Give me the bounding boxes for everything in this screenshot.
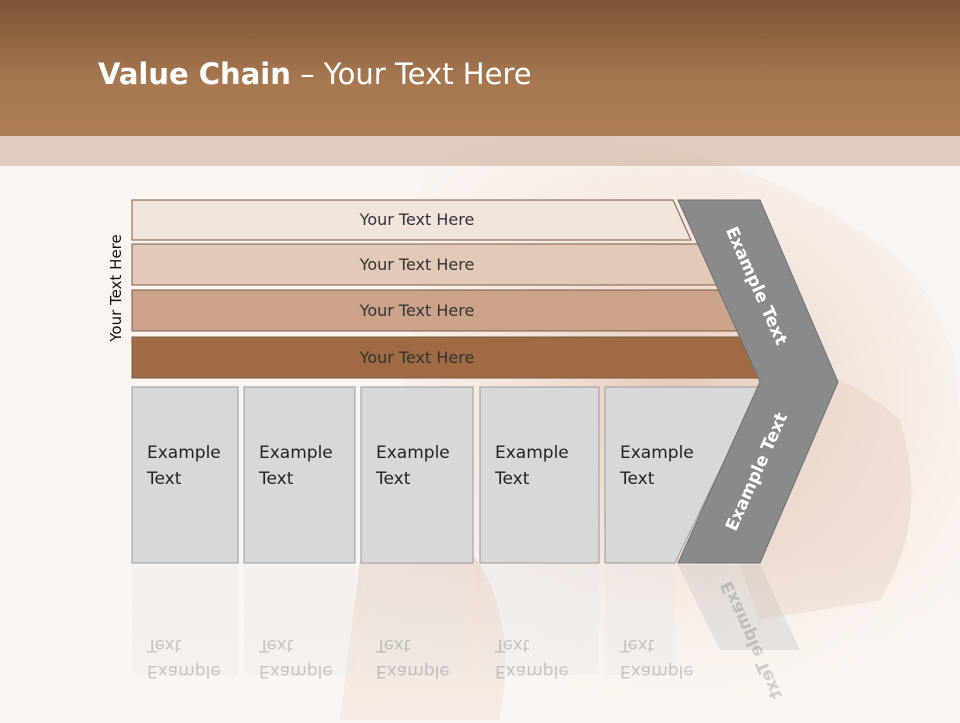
bar-label-4: Your Text Here	[359, 347, 475, 367]
example-box-reflection-label-3: Example Text	[376, 635, 450, 681]
header-band	[0, 136, 960, 166]
example-box-3	[360, 386, 474, 564]
slide-title-rest: – Your Text Here	[290, 57, 532, 91]
example-box-reflection-label-4: Example Text	[495, 635, 569, 681]
bar-label-2: Your Text Here	[359, 254, 475, 274]
bar-label-3: Your Text Here	[359, 300, 475, 320]
example-box-reflection-5	[605, 565, 675, 675]
slide-title-bold: Value Chain	[98, 57, 291, 91]
example-box-reflection-1	[132, 565, 238, 675]
example-box-4	[479, 386, 600, 564]
slide-title: Value Chain – Your Text Here	[98, 54, 532, 94]
example-box-reflection-label-2: Example Text	[259, 635, 333, 681]
example-box-label-2: Example Text	[259, 443, 333, 489]
example-box-reflection-3	[361, 565, 473, 675]
example-box-1	[131, 386, 239, 564]
example-box-reflection-2	[244, 565, 355, 675]
example-box-reflection-4	[480, 565, 599, 675]
example-box-reflection-label-5: Example Text	[620, 635, 694, 681]
bar-label-1: Your Text Here	[359, 210, 475, 229]
example-box-label-3: Example Text	[376, 443, 450, 489]
example-box-5	[604, 386, 761, 564]
bar-1	[131, 199, 692, 241]
chevron-arrow	[677, 199, 839, 564]
example-box-2	[243, 386, 356, 564]
example-box-label-5: Example Text	[620, 443, 694, 489]
side-label: Your Text Here	[107, 234, 125, 342]
example-box-reflection-label-1: Example Text	[147, 635, 221, 681]
chevron-reflection	[678, 565, 800, 650]
example-box-label-4: Example Text	[495, 443, 569, 489]
example-box-label-1: Example Text	[147, 443, 221, 489]
title-header-bar	[0, 0, 960, 136]
